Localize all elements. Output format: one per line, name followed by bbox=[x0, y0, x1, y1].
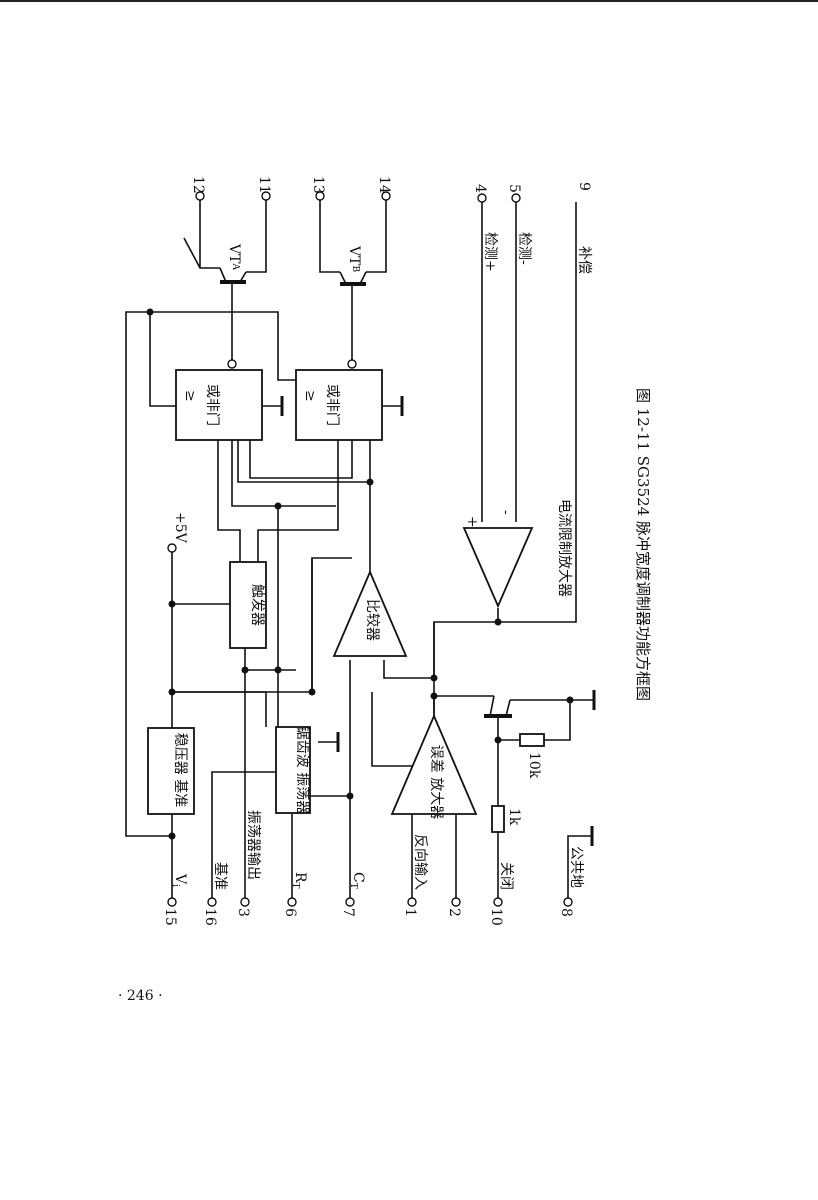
resistor-1k-label: 1k bbox=[506, 808, 522, 826]
nor-a-bubble bbox=[227, 359, 237, 369]
pin-5-label: 检测- bbox=[516, 232, 532, 265]
pin-13-terminal bbox=[315, 191, 325, 201]
error-amp-block bbox=[390, 713, 478, 815]
resistor-1k bbox=[491, 805, 505, 833]
current-limit-minus: - bbox=[498, 510, 514, 515]
pin-7-label: CT bbox=[348, 872, 366, 889]
pin-5-number: 5 bbox=[506, 184, 522, 193]
pin-terminals bbox=[167, 191, 573, 907]
pin-8-terminal bbox=[563, 897, 573, 907]
nor-gate-b bbox=[295, 369, 383, 441]
pin-12-number: 12 bbox=[190, 176, 206, 194]
pin-16-label: 基准 bbox=[212, 862, 229, 890]
pin-3-number: 3 bbox=[235, 908, 251, 917]
pin-3-terminal bbox=[240, 897, 250, 907]
oscillator-block bbox=[275, 726, 311, 814]
plus5v-terminal bbox=[167, 543, 177, 553]
page-number: · 246 · bbox=[118, 988, 163, 1004]
transistor-vta bbox=[219, 267, 247, 290]
pin-4-number: 4 bbox=[472, 184, 488, 193]
pin-8-number: 8 bbox=[558, 908, 574, 917]
pin-9-label: 补偿 bbox=[576, 246, 592, 274]
flipflop-block bbox=[229, 561, 267, 649]
oscillator-label: 锯齿波 振荡器 bbox=[294, 726, 310, 814]
pin-7-number: 7 bbox=[340, 908, 356, 917]
comparator-label: 比较器 bbox=[364, 599, 380, 641]
pin-7-terminal bbox=[345, 897, 355, 907]
pin-5-terminal bbox=[511, 193, 521, 203]
pin-6-label: RT bbox=[290, 872, 308, 889]
flipflop-label: 触发器 bbox=[249, 584, 265, 626]
pin-14-terminal bbox=[381, 191, 391, 201]
pin-1-label: 反向输入 bbox=[412, 834, 428, 890]
pin-10-terminal bbox=[493, 897, 503, 907]
pin-10-label: 关闭 bbox=[498, 862, 514, 890]
plus5v-label: +5V bbox=[172, 512, 188, 544]
junction-dots bbox=[146, 308, 574, 840]
transistor-vtb bbox=[339, 271, 367, 292]
pin-16-terminal bbox=[207, 897, 217, 907]
regulator-label: 稳压器 基准 bbox=[172, 733, 189, 807]
current-limit-label: 电流限制放大器 bbox=[556, 499, 572, 597]
current-limit-plus: + bbox=[464, 516, 480, 528]
pin-2-terminal bbox=[451, 897, 461, 907]
top-border bbox=[0, 0, 818, 2]
pin-12-terminal bbox=[195, 191, 205, 201]
pin-1-terminal bbox=[407, 897, 417, 907]
vtb-label: VTB bbox=[346, 245, 362, 272]
pin-2-number: 2 bbox=[446, 908, 462, 917]
pin-9-number: 9 bbox=[576, 182, 592, 191]
pin-4-terminal bbox=[477, 193, 487, 203]
regulator-block bbox=[147, 727, 195, 815]
pin-14-number: 14 bbox=[376, 176, 392, 194]
pin-16-number: 16 bbox=[202, 908, 218, 926]
resistor-10k-label: 10k bbox=[526, 752, 542, 779]
transistor-shutdown bbox=[484, 695, 512, 718]
pin-11-number: 11 bbox=[256, 176, 272, 194]
resistor-10k bbox=[519, 733, 545, 747]
figure-caption: 图 12-11 SG3524 脉冲宽度调制器功能方框图 bbox=[634, 388, 652, 701]
pin-10-number: 10 bbox=[488, 908, 504, 926]
nor-a-label: 或非门 bbox=[204, 384, 220, 426]
pin-6-number: 6 bbox=[282, 908, 298, 917]
pin-4-label: 检测+ bbox=[482, 232, 498, 272]
pin-8-label: 公共地 bbox=[568, 846, 584, 888]
nor-b-bubble bbox=[347, 359, 357, 369]
pin-3-label: 振荡器输出 bbox=[245, 810, 261, 880]
pin-15-number: 15 bbox=[162, 908, 178, 926]
pin-6-terminal bbox=[287, 897, 297, 907]
nor-b-ge-symbol: ≥ bbox=[302, 390, 318, 402]
nor-a-ge-symbol: ≥ bbox=[182, 390, 198, 402]
vta-label: VTA bbox=[226, 243, 242, 270]
nor-gate-a bbox=[175, 369, 263, 441]
pin-13-number: 13 bbox=[310, 176, 326, 194]
pin-15-terminal bbox=[167, 897, 177, 907]
error-amp-label: 误差 放大器 bbox=[428, 745, 444, 819]
current-limit-amp bbox=[462, 527, 534, 609]
ground-symbols bbox=[280, 396, 596, 846]
nor-b-label: 或非门 bbox=[324, 384, 340, 426]
pin-11-terminal bbox=[261, 191, 271, 201]
pin-1-number: 1 bbox=[402, 908, 418, 917]
pin-15-label: Vi bbox=[170, 873, 188, 887]
comparator-block bbox=[332, 569, 408, 657]
